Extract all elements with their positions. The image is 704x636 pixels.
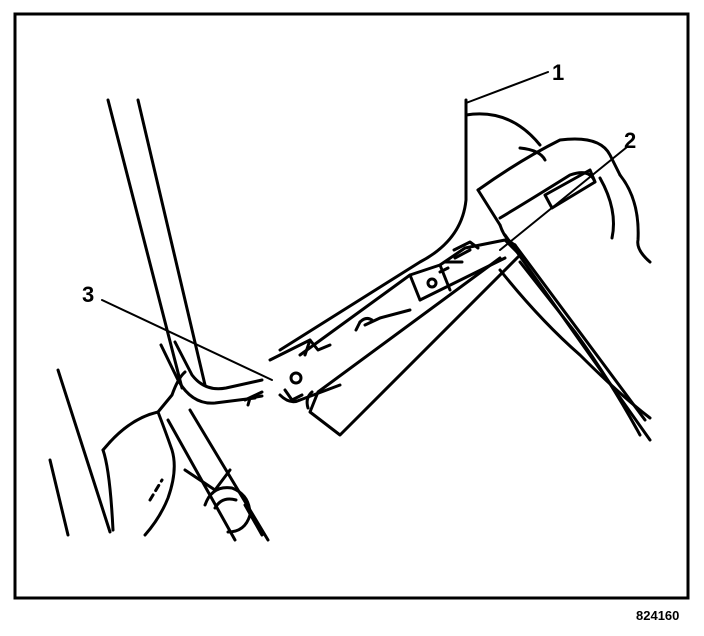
leader-line-3 [101, 299, 273, 381]
lower-body [48, 368, 270, 542]
pillar [106, 98, 264, 405]
diagram-border [13, 12, 690, 600]
callout-1: 1 [552, 60, 564, 85]
callout-3: 3 [82, 282, 94, 307]
callout-2: 2 [624, 128, 636, 153]
seat-cushion [498, 233, 652, 442]
seat-back [278, 98, 652, 352]
retainer-clips [246, 260, 464, 407]
sill-trim-panel [243, 238, 522, 437]
leader-line-2 [499, 146, 628, 251]
figure-id: 824160 [636, 608, 679, 623]
leader-line-1 [465, 71, 549, 104]
